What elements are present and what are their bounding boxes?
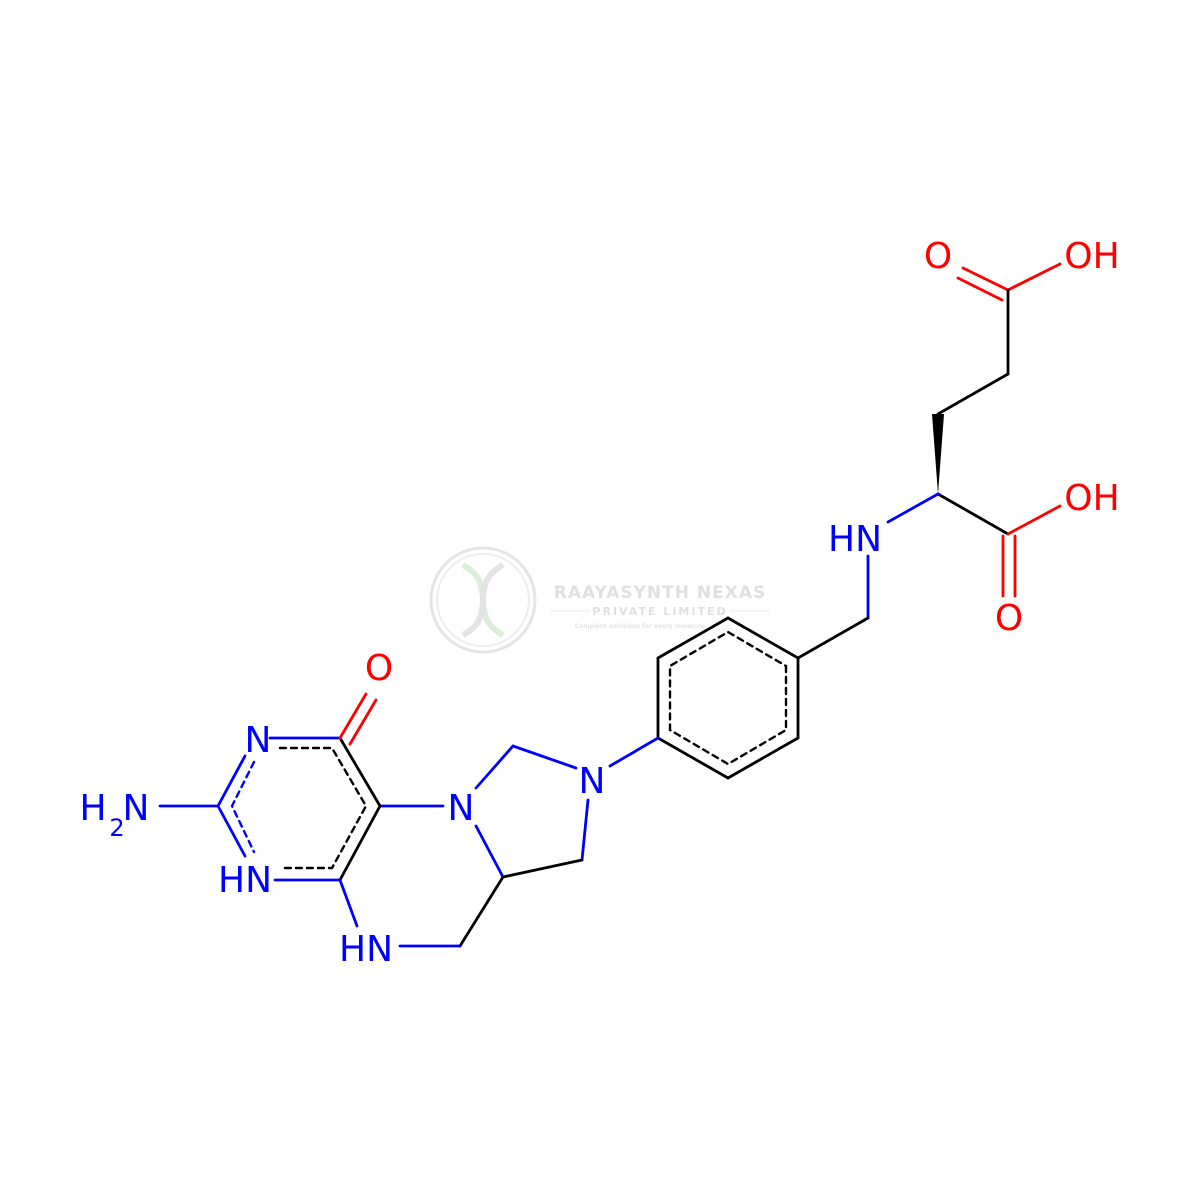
watermark: RAAYASYNTH NEXAS PRIVATE LIMITED Complet… [429,546,770,654]
atom-hn-pyrim: HN [218,860,272,901]
atom-o-keto: O [365,648,393,689]
atom-o-acid1: O [924,236,952,277]
bond-c4-o-double [348,698,378,746]
bond-benz-2 [726,736,800,780]
bond-ch-ch2-low [458,875,505,948]
bond-ch2-n-left [474,744,515,790]
bond-c2-n1 [216,804,247,858]
bond-n-ch2-right [580,798,590,862]
bond-chain-2 [936,372,1010,416]
bond-c4-o [338,692,368,740]
stereo-wedge-bond [932,414,944,494]
atom-oh-acid2: OH [1064,478,1119,519]
atom-labels: O OH OH O HN N N O N H 2 N HN HN [79,236,1119,970]
bond-benz-5 [656,616,730,660]
bond-ch-n-left [474,824,505,879]
atom-hn-ring: HN [339,929,393,970]
atom-h-amino: H [79,788,106,829]
bonds [158,262,1062,948]
bond-benz-n [608,736,660,768]
watermark-logo-ring [429,546,537,654]
bond-benz-6 [726,616,800,660]
bond-alpha-carboxyl [936,492,1010,536]
atom-o-acid2: O [995,598,1023,639]
atom-n-amino: N [123,788,150,829]
atom-oh-acid1: OH [1064,236,1119,277]
atom-n-imid-right: N [579,761,606,802]
bond-n3-c2 [216,754,247,808]
bond-c4a-c8a [338,804,382,882]
bond-alpha-nh [886,492,940,524]
watermark-logo-inner-ring [436,553,530,647]
dna-helix-strand-icon [461,562,505,638]
pyrimidine-aromatic-dash [278,746,368,870]
bond-n-ch2-top [511,744,578,770]
watermark-title: RAAYASYNTH NEXAS [554,583,767,603]
watermark-tagline: Complete solutions for every molecule [575,623,705,630]
bond-co-double-a [961,266,1010,292]
bond-nh-c8a [338,878,359,928]
bond-c4a-c4 [338,736,382,808]
bond-co-double-b [956,276,1004,302]
pyrimidine-aromatic-dash-n [230,760,256,854]
bond-ch2-ring [796,616,870,660]
watermark-subtitle: PRIVATE LIMITED [592,605,727,618]
atom-n-pyrim: N [245,720,272,761]
bond-benz-3 [656,736,730,780]
atom-hn-amine: HN [828,519,882,560]
bond-ch2-ch [501,858,584,879]
atom-amino-subscript: 2 [109,814,124,842]
benzene-aromatic-ring [668,630,788,766]
atom-n-imid-left: N [448,788,475,829]
bond-c-oh-2 [1006,504,1062,536]
bond-c-oh [1006,262,1062,292]
